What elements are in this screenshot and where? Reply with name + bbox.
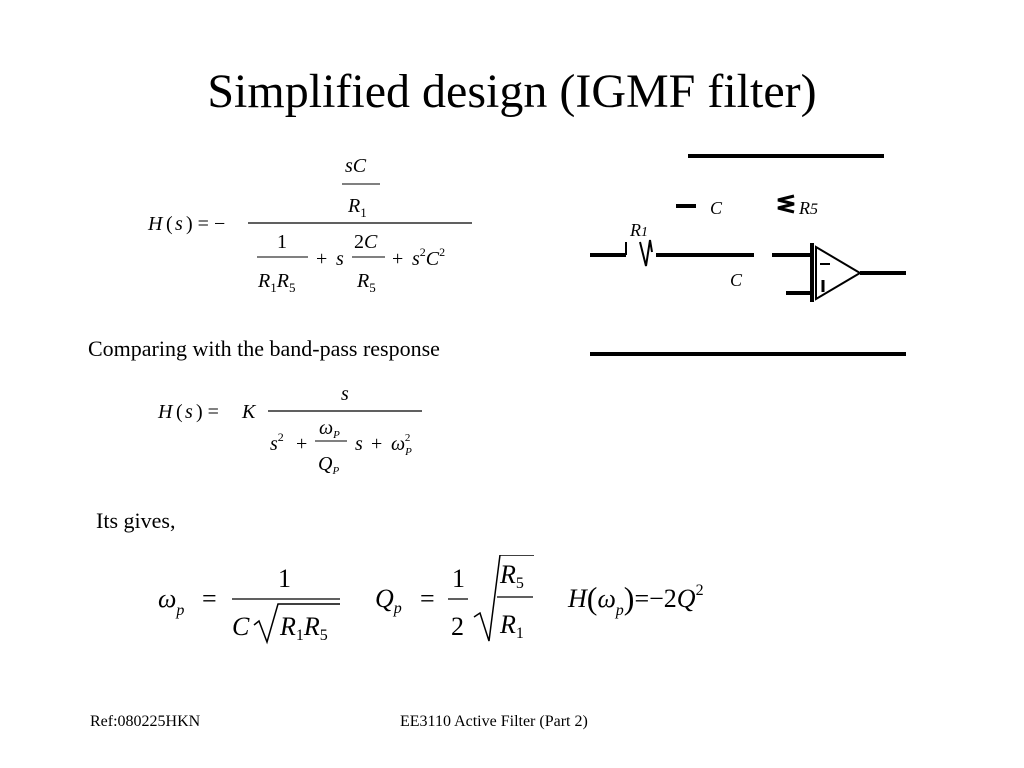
q-root-den: R1 (499, 610, 524, 642)
eq2-lhs: H (157, 401, 174, 423)
opamp-triangle (815, 245, 862, 301)
svg-text:+: + (392, 248, 403, 270)
q-sqrt (473, 555, 534, 642)
q-num: 1 (452, 564, 465, 593)
eq1-num-num: sC (345, 155, 367, 177)
eq1-den-r1r5: R1R5 (257, 270, 295, 295)
svg-text:s: s (355, 433, 363, 455)
svg-text:(: ( (166, 213, 173, 235)
eq1-den-r5: R5 (356, 270, 376, 295)
h-expr: H(ωp)=−2Q2 (567, 580, 704, 619)
comparing-text: Comparing with the band-pass response (88, 336, 440, 361)
svg-text:K: K (241, 401, 257, 423)
gives-text: Its gives, (96, 508, 176, 533)
svg-text:+: + (316, 248, 327, 270)
q-lhs: Qp (375, 584, 402, 617)
eq1-den-1: 1 (277, 231, 287, 253)
label-r5: R5 (798, 198, 818, 218)
eq2-wp2: ωP2 (391, 432, 412, 458)
resistor-r5 (777, 194, 795, 214)
omega-lhs: ωp (158, 584, 184, 619)
svg-text:(: ( (176, 401, 183, 423)
q-root-num: R5 (499, 560, 524, 592)
eq1-den-s2c2: s2C2 (412, 245, 445, 270)
svg-text:s: s (336, 248, 344, 270)
svg-text:=: = (420, 584, 435, 613)
omega-den-root: R1R5 (279, 612, 328, 644)
svg-text:s: s (175, 213, 183, 235)
svg-text:) =: ) = (196, 401, 219, 423)
eq1-den-2c: 2C (354, 231, 378, 253)
label-c-bottom: C (730, 270, 743, 290)
omega-den-c: C (232, 612, 250, 641)
eq1-num-den: R1 (347, 195, 367, 220)
slide-title: Simplified design (IGMF filter) (207, 65, 817, 118)
resistor-r1 (639, 239, 653, 267)
eq2-frac-num: ωP (319, 417, 340, 441)
omega-sqrt (253, 603, 340, 645)
results-equations: ωp = 1 C R1R5 Qp = 1 2 R5 R1 H(ωp)=−2Q2 (158, 555, 704, 645)
bandpass-equation: H ( s ) = K s s2 + ωP QP s + ωP2 (157, 383, 422, 477)
q-den: 2 (451, 612, 464, 641)
igmf-circuit-diagram: C R5 R1 C (590, 154, 906, 356)
svg-text:=: = (202, 584, 217, 613)
footer-ref: Ref:080225HKN (90, 713, 201, 730)
svg-text:+: + (371, 433, 382, 455)
eq2-frac-den: QP (318, 453, 339, 477)
transfer-function-equation: H ( s ) = − sC R1 1 R1R5 + s 2C R5 + s2C… (147, 155, 472, 295)
eq2-s2: s2 (270, 430, 284, 455)
label-c-top: C (710, 198, 723, 218)
svg-text:s: s (185, 401, 193, 423)
eq1-lhs: H (147, 213, 164, 235)
footer-course: EE3110 Active Filter (Part 2) (400, 713, 588, 730)
label-r1: R1 (629, 220, 648, 240)
svg-text:+: + (296, 433, 307, 455)
eq2-num: s (341, 383, 349, 405)
svg-text:) = −: ) = − (186, 213, 225, 235)
omega-num: 1 (278, 564, 291, 593)
